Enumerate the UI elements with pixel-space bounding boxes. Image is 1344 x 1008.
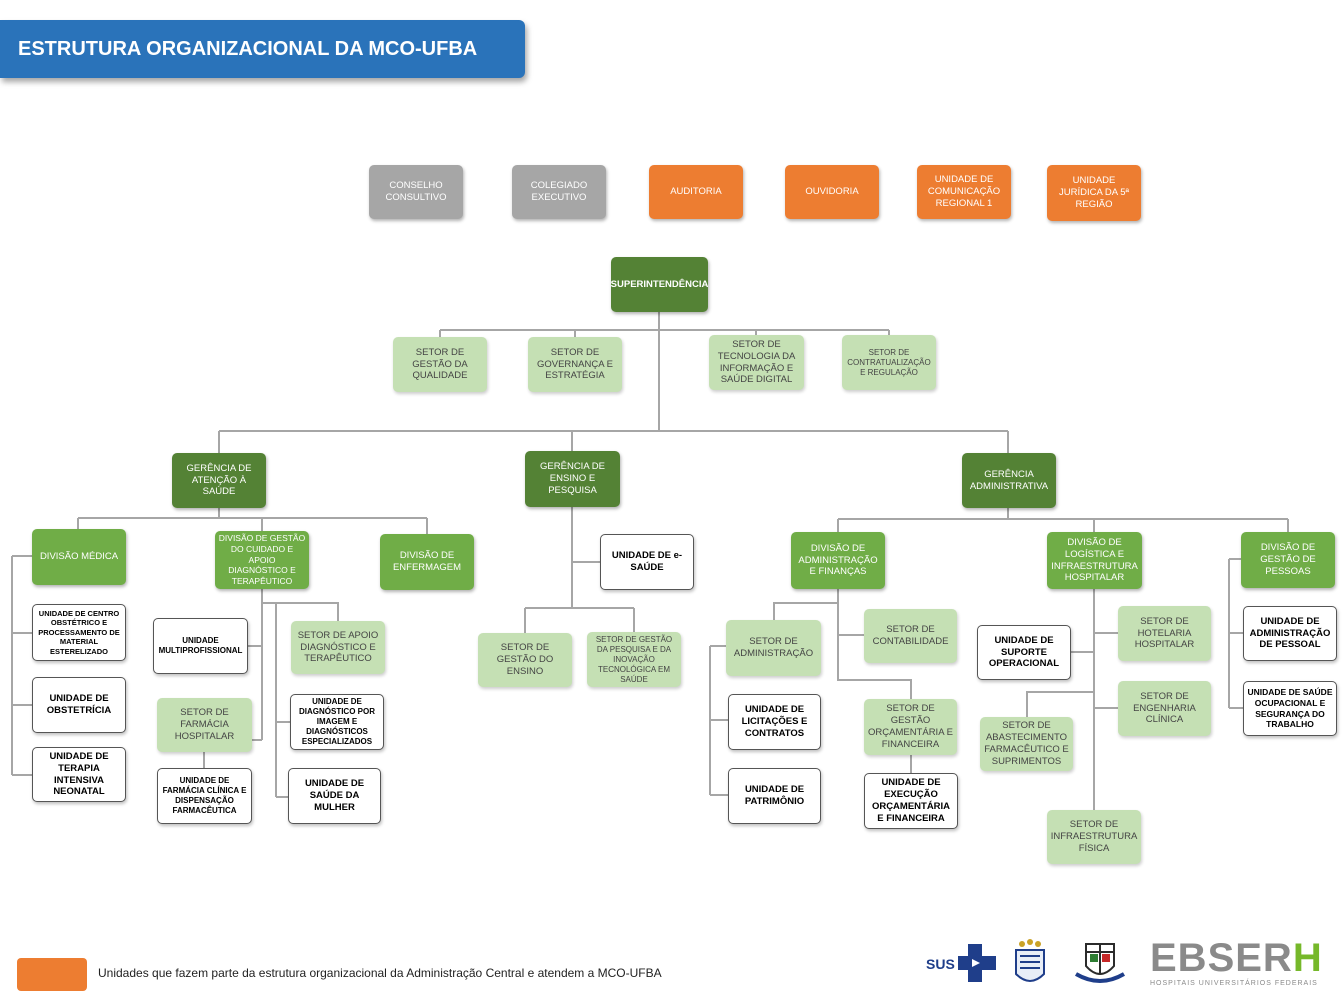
unidade-saude-ocupacional-box: UNIDADE DE SAÚDE OCUPACIONAL E SEGURANÇA…	[1243, 681, 1337, 736]
ebserh-logo: EBSERH HOSPITAIS UNIVERSITÁRIOS FEDERAIS	[1150, 936, 1323, 987]
setor-gestao-pesquisa-box: SETOR DE GESTÃO DA PESQUISA E DA INOVAÇÃ…	[587, 632, 681, 687]
colegiado-executivo-box: COLEGIADO EXECUTIVO	[512, 165, 606, 219]
setor-farmacia-box: SETOR DE FARMÁCIA HOSPITALAR	[157, 698, 252, 752]
divisao-logistica-box: DIVISÃO DE LOGÍSTICA E INFRAESTRUTURA HO…	[1047, 532, 1142, 589]
setor-tecnologia-box: SETOR DE TECNOLOGIA DA INFORMAÇÃO E SAÚD…	[709, 335, 804, 390]
setor-governanca-box: SETOR DE GOVERNANÇA E ESTRATÉGIA	[528, 337, 622, 392]
conselho-consultivo-box: CONSELHO CONSULTIVO	[369, 165, 463, 219]
page-title: ESTRUTURA ORGANIZACIONAL DA MCO-UFBA	[0, 20, 525, 78]
unidade-multiprofissional-box: UNIDADE MULTIPROFISSIONAL	[153, 618, 248, 674]
setor-abastecimento-box: SETOR DE ABASTECIMENTO FARMACÊUTICO E SU…	[980, 717, 1073, 771]
unidade-patrimonio-box: UNIDADE DE PATRIMÔNIO	[728, 768, 821, 824]
sus-logo-icon	[958, 944, 996, 982]
unidade-obstetricia-box: UNIDADE DE OBSTETRÍCIA	[32, 677, 126, 733]
unidade-esaude-box: UNIDADE DE e-SAÚDE	[600, 534, 694, 590]
gerencia-ensino-box: GERÊNCIA DE ENSINO E PESQUISA	[525, 451, 620, 507]
gerencia-atencao-box: GERÊNCIA DE ATENÇÃO À SAÚDE	[172, 453, 266, 508]
unidade-uti-neonatal-box: UNIDADE DE TERAPIA INTENSIVA NEONATAL	[32, 747, 126, 802]
unidade-saude-mulher-box: UNIDADE DE SAÚDE DA MULHER	[288, 768, 381, 824]
unidade-cme-box: UNIDADE DE CENTRO OBSTÉTRICO E PROCESSAM…	[32, 604, 126, 661]
university-seal-icon	[1015, 939, 1045, 982]
unidade-licitacoes-box: UNIDADE DE LICITAÇÕES E CONTRATOS	[728, 694, 821, 750]
sus-logo-text: SUS	[926, 956, 955, 972]
divisao-enfermagem-box: DIVISÃO DE ENFERMAGEM	[380, 534, 474, 590]
auditoria-box: AUDITORIA	[649, 165, 743, 219]
setor-contabilidade-box: SETOR DE CONTABILIDADE	[864, 609, 957, 663]
setor-infraestrutura-fisica-box: SETOR DE INFRAESTRUTURA FÍSICA	[1047, 810, 1141, 864]
divisao-gestao-cuidado-box: DIVISÃO DE GESTÃO DO CUIDADO E APOIO DIA…	[215, 531, 309, 589]
setor-contratualizacao-box: SETOR DE CONTRATUALIZAÇÃO E REGULAÇÃO	[842, 335, 936, 390]
gerencia-administrativa-box: GERÊNCIA ADMINISTRATIVA	[962, 453, 1056, 508]
unidade-suporte-operacional-box: UNIDADE DE SUPORTE OPERACIONAL	[977, 625, 1071, 680]
unidade-execucao-orcamentaria-box: UNIDADE DE EXECUÇÃO ORÇAMENTÁRIA E FINAN…	[864, 773, 958, 829]
maternity-seal-icon	[1074, 943, 1126, 983]
unidade-juridica-box: UNIDADE JURÍDICA DA 5ª REGIÃO	[1047, 165, 1141, 221]
unidade-farmacia-clinica-box: UNIDADE DE FARMÁCIA CLÍNICA E DISPENSAÇÃ…	[157, 768, 252, 824]
divisao-medica-box: DIVISÃO MÉDICA	[32, 529, 126, 585]
unidade-administracao-pessoal-box: UNIDADE DE ADMINISTRAÇÃO DE PESSOAL	[1243, 606, 1337, 661]
setor-engenharia-clinica-box: SETOR DE ENGENHARIA CLÍNICA	[1118, 681, 1211, 736]
unidade-diagnostico-imagem-box: UNIDADE DE DIAGNÓSTICO POR IMAGEM E DIAG…	[290, 694, 384, 750]
ouvidoria-box: OUVIDORIA	[785, 165, 879, 219]
setor-gestao-ensino-box: SETOR DE GESTÃO DO ENSINO	[478, 633, 572, 687]
setor-orcamentaria-box: SETOR DE GESTÃO ORÇAMENTÁRIA E FINANCEIR…	[864, 699, 957, 755]
ebserh-logo-text: EBSER	[1150, 936, 1293, 980]
setor-administracao-box: SETOR DE ADMINISTRAÇÃO	[726, 620, 821, 676]
superintendencia-box: SUPERINTENDÊNCIA	[611, 257, 708, 312]
setor-qualidade-box: SETOR DE GESTÃO DA QUALIDADE	[393, 337, 487, 392]
divisao-gestao-pessoas-box: DIVISÃO DE GESTÃO DE PESSOAS	[1241, 532, 1335, 588]
ebserh-logo-h: H	[1292, 936, 1323, 980]
setor-apoio-diagnostico-box: SETOR DE APOIO DIAGNÓSTICO E TERAPÊUTICO	[291, 621, 385, 674]
divisao-administracao-financas-box: DIVISÃO DE ADMINISTRAÇÃO E FINANÇAS	[791, 532, 885, 589]
legend-text: Unidades que fazem parte da estrutura or…	[98, 966, 662, 980]
ebserh-logo-subtitle: HOSPITAIS UNIVERSITÁRIOS FEDERAIS	[1150, 980, 1318, 987]
unidade-comunicacao-box: UNIDADE DE COMUNICAÇÃO REGIONAL 1	[917, 165, 1011, 219]
setor-hotelaria-box: SETOR DE HOTELARIA HOSPITALAR	[1118, 606, 1211, 661]
legend-orange-swatch	[17, 958, 87, 991]
